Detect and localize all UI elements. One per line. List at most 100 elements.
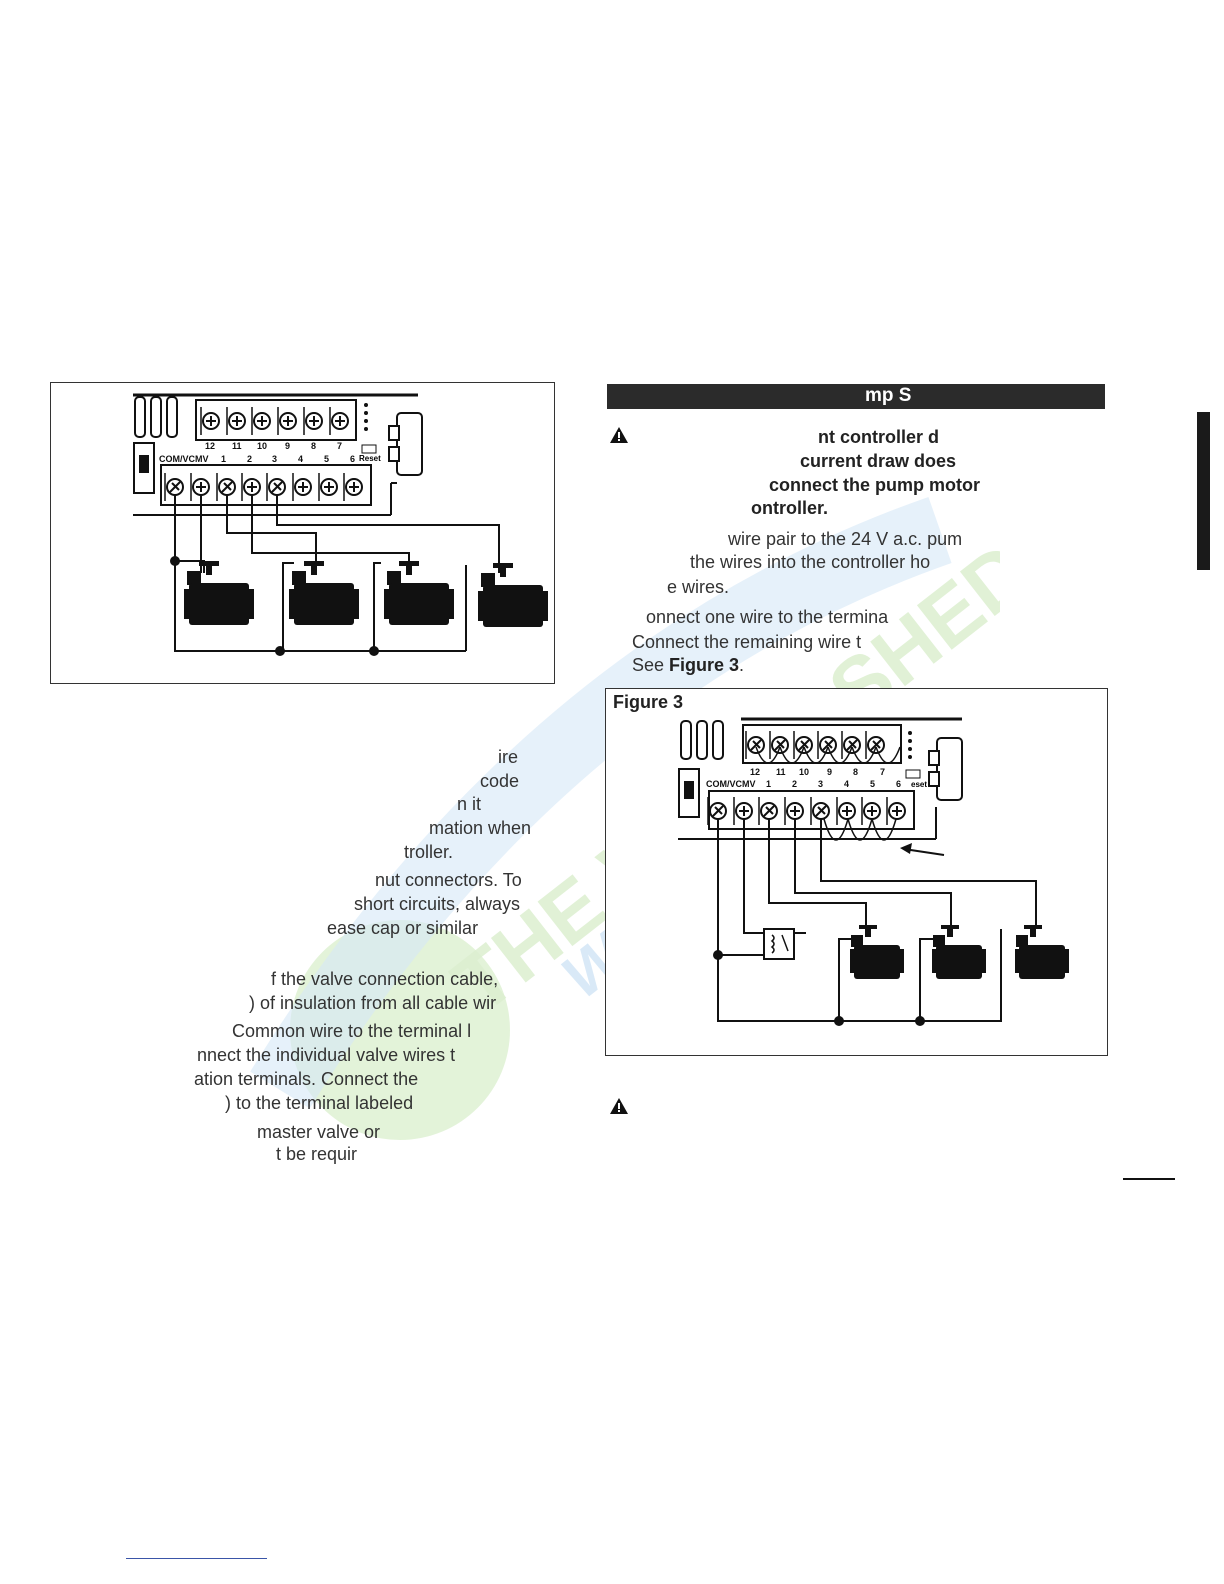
terminal-screw-icon <box>266 473 286 501</box>
warning-line-4: ontroller. <box>751 498 829 518</box>
terminal-screw-icon <box>318 473 338 501</box>
terminal-label: 6 <box>896 779 901 789</box>
terminal-label: 11 <box>232 441 242 451</box>
reset-label-fig3: eset <box>911 780 927 789</box>
warning-line-3: connect the pump motor <box>769 475 980 495</box>
transformer-plug-icon <box>396 412 423 476</box>
left-line-8: ease cap or similar <box>327 918 479 938</box>
step-line-1: wire pair to the 24 V a.c. pum <box>728 529 963 549</box>
warning-line-2: current draw does <box>800 451 957 471</box>
terminal-label: COM/VC <box>159 454 196 464</box>
terminal-label: 8 <box>311 441 316 451</box>
warning-line-1: nt controller d <box>818 427 939 447</box>
see-prefix: See <box>632 655 670 675</box>
left-line-2: code <box>480 771 520 791</box>
terminal-screw-icon <box>733 797 753 825</box>
terminal-label: 3 <box>818 779 823 789</box>
left-line-1: ire <box>498 747 519 767</box>
terminal-label: 9 <box>285 441 290 451</box>
terminal-label: 12 <box>205 441 215 451</box>
see-suffix: . <box>739 655 745 675</box>
terminal-screw-icon <box>251 407 271 435</box>
terminal-label: 3 <box>272 454 277 464</box>
terminal-screw-icon <box>836 797 856 825</box>
left-line-15: master valve or <box>257 1122 381 1142</box>
terminal-label: 2 <box>247 454 252 464</box>
terminal-screw-icon <box>226 407 246 435</box>
terminal-label: 7 <box>337 441 342 451</box>
transformer-plug-icon <box>936 737 963 801</box>
fuse-holder-icon <box>134 396 178 438</box>
terminal-label: 1 <box>221 454 226 464</box>
left-line-14: ) to the terminal labeled <box>225 1093 414 1113</box>
chapter-tab <box>1197 412 1210 570</box>
terminal-label: 1 <box>766 779 771 789</box>
terminal-screw-icon <box>841 731 861 759</box>
terminal-screw-icon <box>216 473 236 501</box>
terminal-label: 4 <box>298 454 303 464</box>
left-line-3: n it <box>457 794 482 814</box>
terminal-label: 5 <box>324 454 329 464</box>
valve-icon <box>850 925 904 979</box>
terminal-screw-icon <box>810 797 830 825</box>
terminal-label: 10 <box>257 441 267 451</box>
left-line-6: nut connectors. To <box>375 870 522 890</box>
figure-3-reference[interactable]: Figure 3 <box>669 655 740 675</box>
terminal-label: 2 <box>792 779 797 789</box>
terminal-label: MV <box>742 779 756 789</box>
left-line-5: troller. <box>404 842 454 862</box>
terminal-label: 9 <box>827 767 832 777</box>
valve-icon <box>932 925 986 979</box>
terminal-screw-icon <box>886 797 906 825</box>
terminal-label: 6 <box>350 454 355 464</box>
terminal-screw-icon <box>707 797 727 825</box>
terminal-label: COM/VC <box>706 779 743 789</box>
left-line-9: f the valve connection cable, <box>271 969 499 989</box>
terminal-screw-icon <box>769 731 789 759</box>
terminal-screw-icon <box>745 731 765 759</box>
valve-icon <box>384 561 454 625</box>
fuse-holder-icon <box>680 720 724 760</box>
valve-icon <box>289 561 359 625</box>
section-header: mp S <box>607 384 1105 409</box>
step-line-2: the wires into the controller ho <box>690 552 931 572</box>
terminal-label: MV <box>195 454 209 464</box>
terminal-label: 5 <box>870 779 875 789</box>
terminal-label: 10 <box>799 767 809 777</box>
pump-relay-icon <box>763 928 795 960</box>
left-line-13: ation terminals. Connect the <box>194 1069 419 1089</box>
terminal-screw-icon <box>343 473 363 501</box>
section-header-text: mp S <box>865 385 912 406</box>
bottom-link-underline[interactable] <box>126 1558 267 1559</box>
reset-label: Reset <box>359 454 381 463</box>
terminal-screw-icon <box>292 473 312 501</box>
terminal-screw-icon <box>793 731 813 759</box>
step-line-5: Connect the remaining wire t <box>632 632 862 652</box>
valve-icon <box>478 563 548 627</box>
left-line-7: short circuits, always <box>354 894 521 914</box>
terminal-screw-icon <box>277 407 297 435</box>
left-line-16: t be requir <box>276 1144 358 1164</box>
terminal-label: 8 <box>853 767 858 777</box>
left-line-4: mation when <box>429 818 532 838</box>
see-figure-line: See Figure 3. <box>632 654 744 676</box>
terminal-label: 7 <box>880 767 885 777</box>
left-line-11: Common wire to the terminal l <box>232 1021 472 1041</box>
terminal-label: 4 <box>844 779 849 789</box>
terminal-screw-icon <box>329 407 349 435</box>
valve-icon <box>1015 925 1069 979</box>
terminal-screw-icon <box>861 797 881 825</box>
warning-icon-2 <box>610 1098 628 1114</box>
terminal-label: 11 <box>776 767 786 777</box>
left-line-12: nnect the individual valve wires t <box>197 1045 456 1065</box>
warning-icon <box>610 427 628 443</box>
terminal-screw-icon <box>865 731 885 759</box>
step-line-4: onnect one wire to the termina <box>646 607 889 627</box>
terminal-screw-icon <box>817 731 837 759</box>
terminal-label: 12 <box>750 767 760 777</box>
page-number-rule <box>1123 1178 1175 1180</box>
valve-icon <box>184 561 254 625</box>
